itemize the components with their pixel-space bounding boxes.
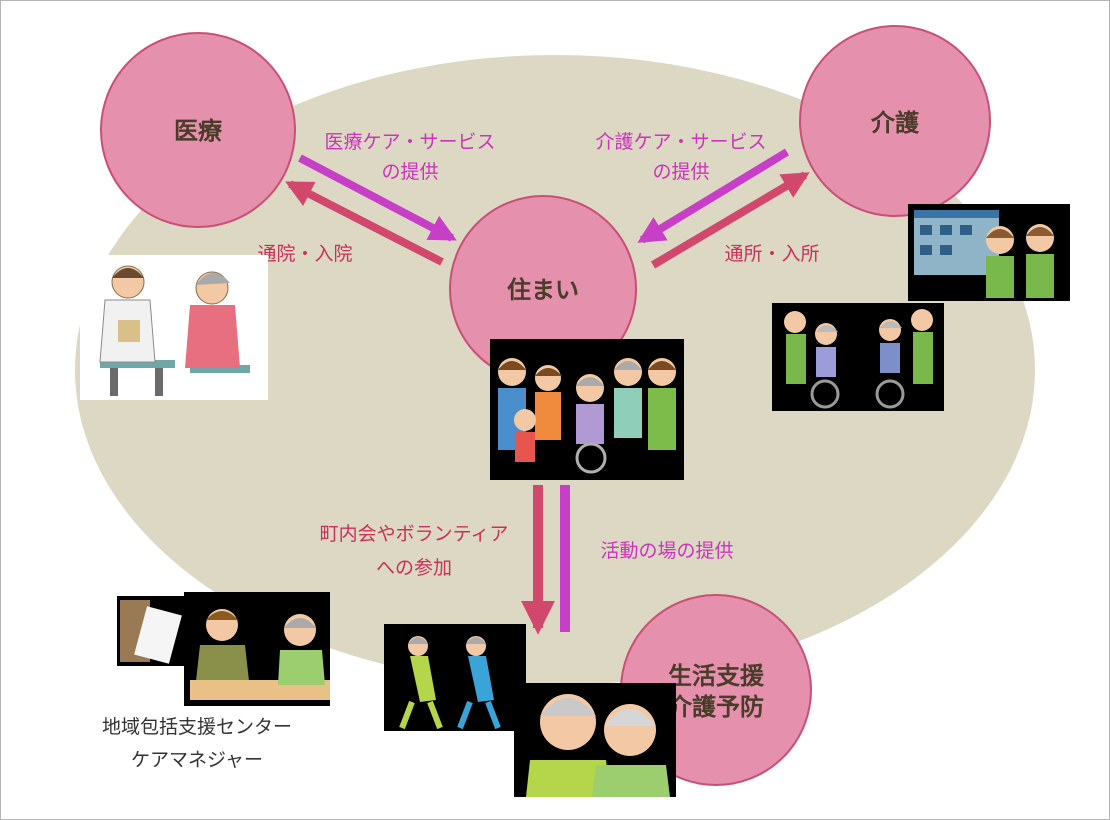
care-facility-illustration <box>908 204 1070 301</box>
arrow-tsuin <box>285 180 444 266</box>
family-group-illustration <box>490 339 684 480</box>
label-katsudo: 活動の場の提供 <box>600 540 733 562</box>
label-tsusho: 通所・入所 <box>724 243 819 265</box>
arrow-kaigo-care <box>637 148 790 244</box>
label-iryo-care-2: の提供 <box>381 161 438 183</box>
label-center-2: ケアマネジャー <box>131 749 263 771</box>
label-iryo-care-1: 医療ケア・サービス <box>324 131 495 153</box>
node-iryo-label: 医療 <box>174 117 223 145</box>
label-kaigo-care-2: の提供 <box>652 161 709 183</box>
label-center-1: 地域包括支援センター <box>102 716 292 738</box>
node-sumai: 住まい <box>449 195 637 383</box>
consultation-illustration <box>117 592 330 706</box>
arrow-iryo-care <box>298 154 457 242</box>
label-chonaikai-2: への参加 <box>376 557 452 579</box>
node-kaigo: 介護 <box>799 25 991 217</box>
elderly-couple-illustration <box>514 683 676 797</box>
label-tsuin: 通院・入院 <box>257 243 352 265</box>
wheelchair-residents-illustration <box>772 303 944 411</box>
node-kaigo-label: 介護 <box>870 109 920 137</box>
node-sumai-label: 住まい <box>507 276 579 304</box>
exercise-illustration <box>384 624 526 731</box>
label-chonaikai-1: 町内会やボランティア <box>320 523 509 545</box>
node-iryo: 医療 <box>100 32 296 228</box>
arrow-tsusho <box>650 171 810 269</box>
node-seikatsu-label-1: 生活支援 <box>668 662 765 690</box>
node-seikatsu-label-2: 介護予防 <box>667 693 764 721</box>
doctor-patient-illustration <box>80 255 268 400</box>
label-kaigo-care-1: 介護ケア・サービス <box>595 131 766 153</box>
